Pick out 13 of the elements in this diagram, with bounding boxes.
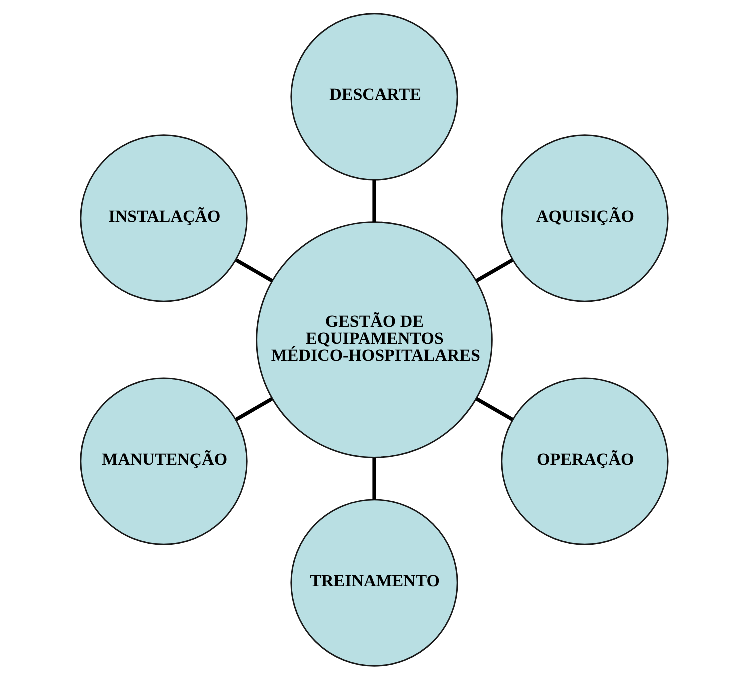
node-circle: AQUISIÇÃO <box>501 134 669 302</box>
connector <box>235 396 274 421</box>
connector <box>372 180 376 222</box>
connector <box>476 396 514 421</box>
node-circle: OPERAÇÃO <box>501 377 669 545</box>
connector <box>235 258 274 282</box>
node-circle: INSTALAÇÃO <box>80 134 248 302</box>
node-circle: GESTÃO DE EQUIPAMENTOS MÉDICO-HOSPITALARES <box>256 221 493 458</box>
node-circle: DESCARTE <box>290 12 458 180</box>
connector <box>476 258 514 282</box>
node-circle: MANUTENÇÃO <box>80 377 248 545</box>
node-circle: TREINAMENTO <box>290 498 458 666</box>
connector <box>372 457 376 500</box>
